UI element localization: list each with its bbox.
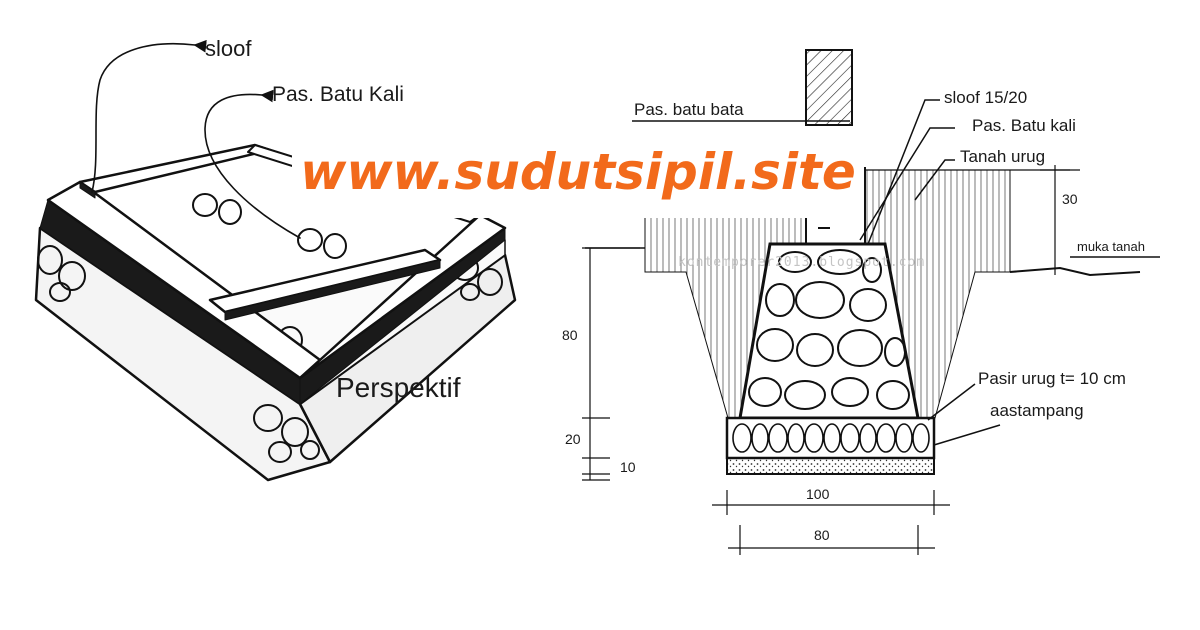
dimension-left xyxy=(582,247,640,481)
stone-foundation-stones xyxy=(748,249,910,410)
label-sand: Pasir urug t= 10 cm xyxy=(978,369,1126,388)
ground-line-right xyxy=(1009,266,1141,277)
label-sloof-perspective: sloof xyxy=(205,36,252,61)
sloof-beam-back-left-edge xyxy=(79,181,96,199)
label-stone-section: Pas. Batu kali xyxy=(972,116,1076,135)
dim-foundation-height: 80 xyxy=(562,327,578,343)
label-stone-perspective: Pas. Batu Kali xyxy=(272,83,404,106)
leader-stone xyxy=(204,89,301,239)
dimension-bottom xyxy=(712,490,950,555)
label-aanstamping: aastampang xyxy=(990,401,1084,420)
perspective-drawing xyxy=(34,39,517,482)
section-leaders xyxy=(632,99,1160,446)
dim-width-inner: 80 xyxy=(814,527,830,543)
site-banner-text: www.sudutsipil.site xyxy=(300,143,856,201)
label-backfill: Tanah urug xyxy=(960,147,1046,166)
watermark: kontemporer2013.blogspot.com xyxy=(678,255,925,270)
site-banner: www.sudutsipil.site xyxy=(292,126,864,218)
label-brick: Pas. batu bata xyxy=(634,100,744,119)
aanstamping-stones xyxy=(732,423,930,453)
sloof-beam-back xyxy=(78,143,272,194)
dim-sand-height: 10 xyxy=(620,459,636,475)
sloof-beam-cross-edge xyxy=(224,259,441,321)
stones-front xyxy=(37,245,320,463)
dim-width-bottom: 100 xyxy=(806,486,830,502)
label-sloof-section: sloof 15/20 xyxy=(944,88,1028,107)
sand-layer xyxy=(726,457,935,475)
dim-aanstamping-height: 20 xyxy=(565,431,581,447)
dimension-right xyxy=(1040,165,1070,275)
label-ground: muka tanah xyxy=(1077,239,1145,254)
caption-perspective: Perspektif xyxy=(336,372,461,403)
dim-height-above-ground: 30 xyxy=(1062,191,1078,207)
brick-wall xyxy=(805,49,853,126)
leader-sloof xyxy=(91,39,207,193)
